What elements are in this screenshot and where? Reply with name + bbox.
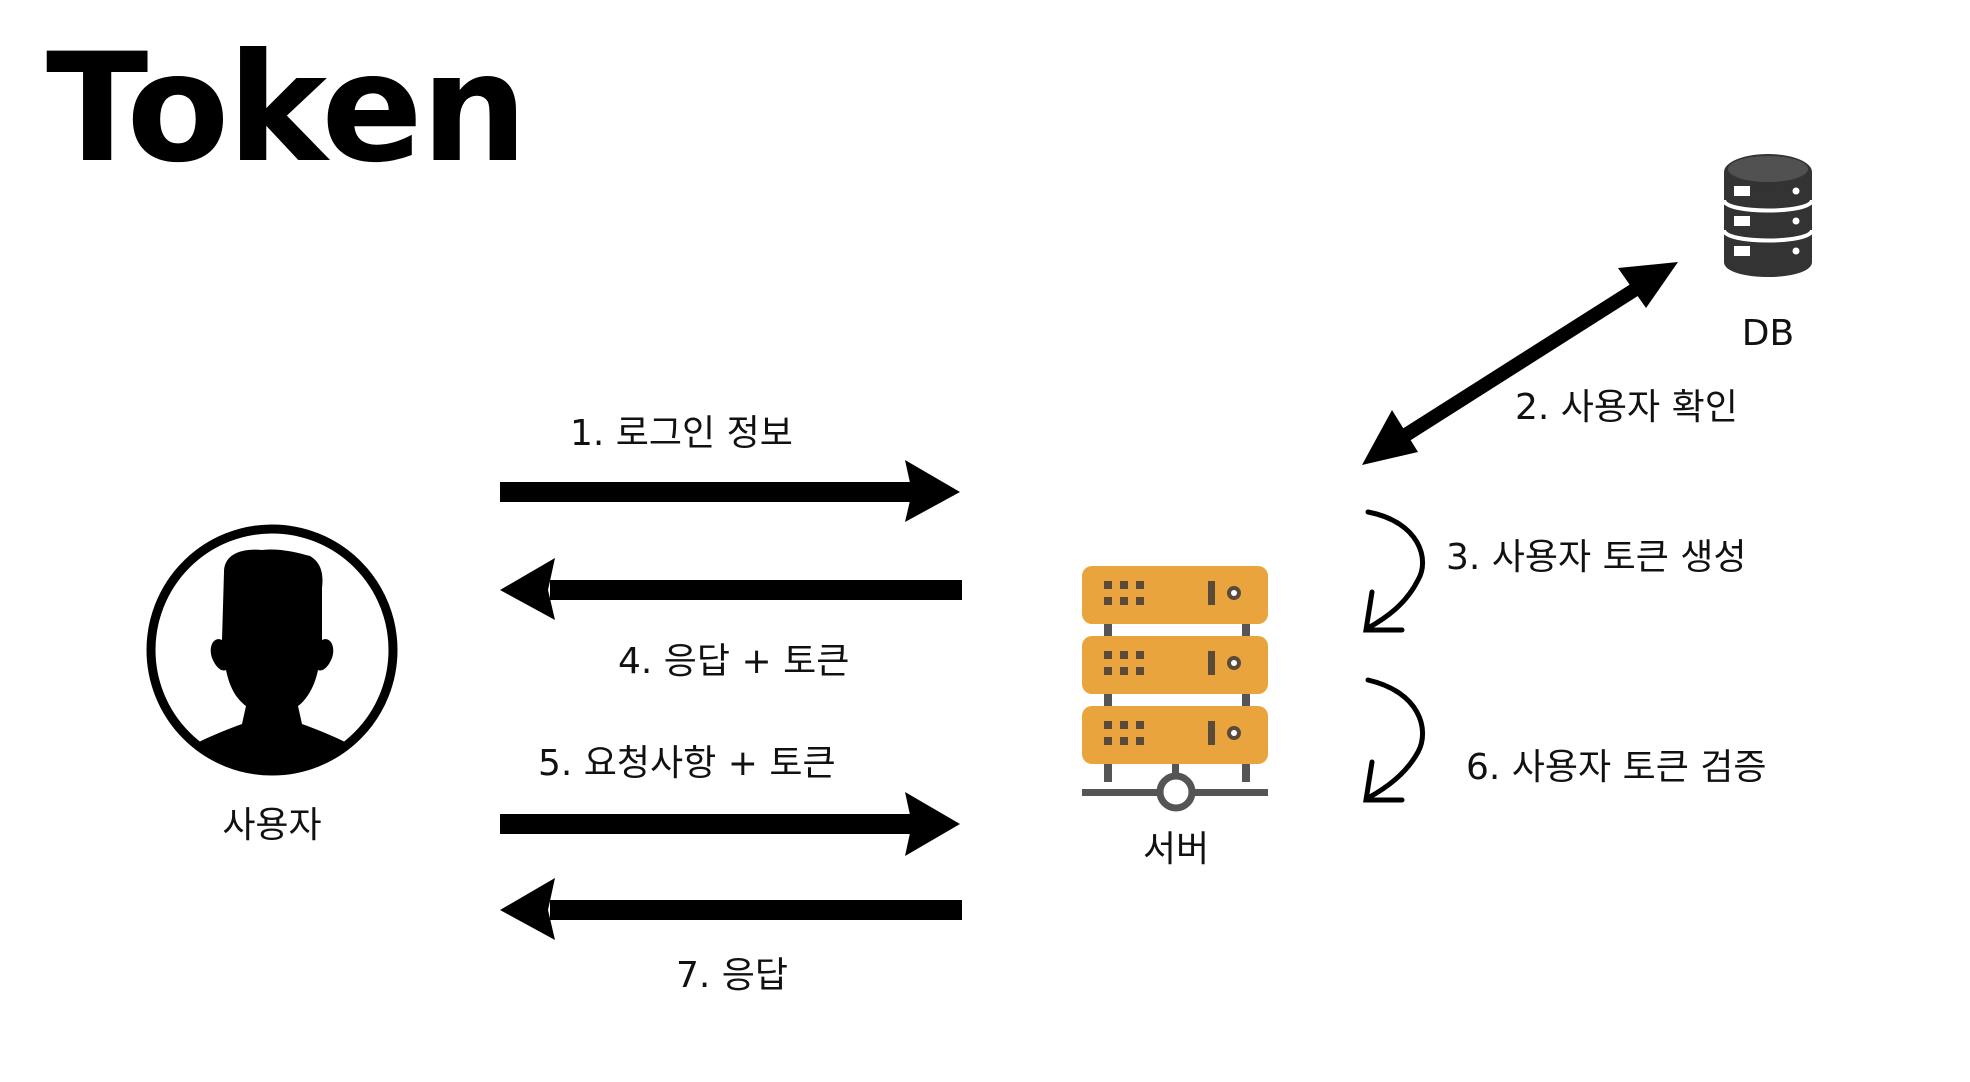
database-icon <box>1722 154 1814 277</box>
page-title: Token <box>46 22 528 196</box>
step-4-label: 4. 응답 + 토큰 <box>618 641 850 682</box>
db-label: DB <box>1741 313 1795 354</box>
arrow-step-5 <box>500 792 960 856</box>
server-rack-icon <box>1082 566 1268 812</box>
step-6-label: 6. 사용자 토큰 검증 <box>1466 747 1767 788</box>
user-silhouette-icon <box>146 524 398 776</box>
step-5-label: 5. 요청사항 + 토큰 <box>538 743 836 784</box>
step-1-label: 1. 로그인 정보 <box>570 413 793 454</box>
server-label: 서버 <box>1142 829 1210 870</box>
curved-arrow-step-3 <box>1363 509 1426 633</box>
arrow-step-4 <box>500 558 962 620</box>
user-label: 사용자 <box>222 805 322 846</box>
step-2-label: 2. 사용자 확인 <box>1515 387 1738 428</box>
arrow-step-7 <box>500 878 962 940</box>
step-3-label: 3. 사용자 토큰 생성 <box>1446 537 1747 578</box>
step-7-label: 7. 응답 <box>676 955 789 996</box>
arrow-step-1 <box>500 460 960 522</box>
curved-arrow-step-6 <box>1363 677 1426 803</box>
arrow-step-2 <box>1362 262 1678 465</box>
